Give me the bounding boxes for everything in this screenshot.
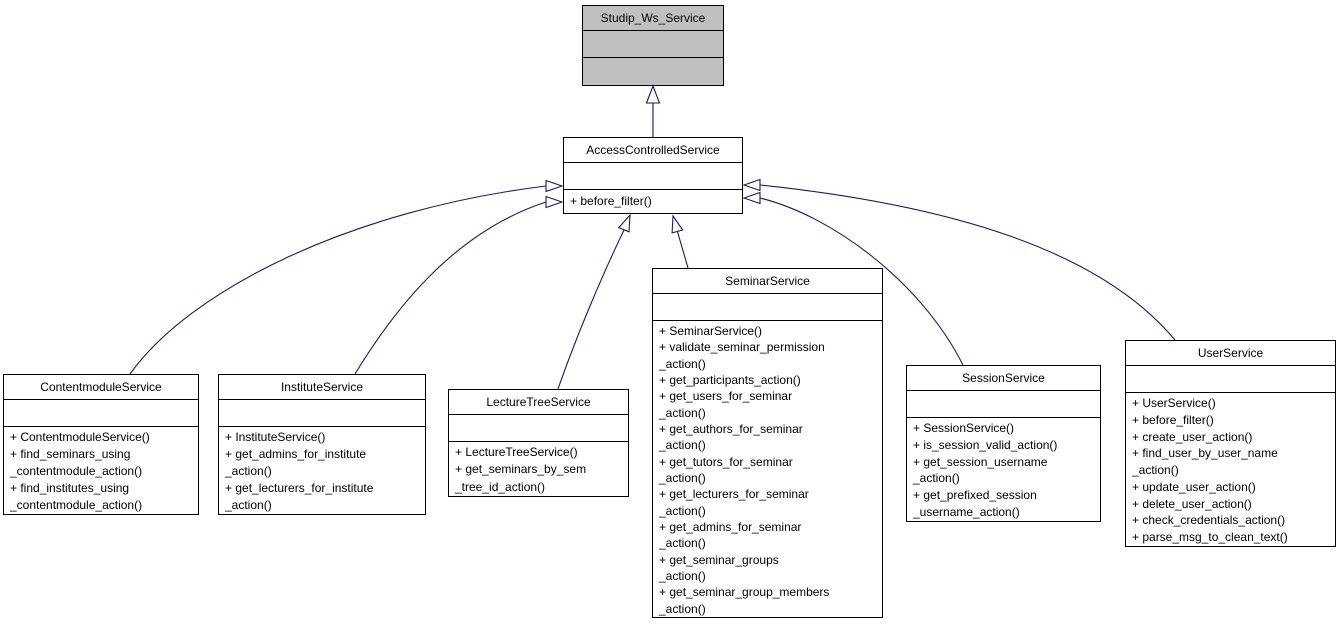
class-attributes-compartment xyxy=(1126,366,1335,393)
method-label: + update_user_action() xyxy=(1132,479,1256,494)
method-label: + before_filter() xyxy=(570,194,652,208)
method-label: + get_lecturers_for_institute _action() xyxy=(225,481,374,512)
class-name: UserService xyxy=(1126,341,1335,366)
method-label: + get_prefixed_session _username_action(… xyxy=(913,488,1037,520)
class-methods-compartment: + ContentmoduleService() + find_seminars_… xyxy=(4,427,198,514)
class-attributes-compartment xyxy=(4,400,198,427)
method-label: + ContentmoduleService() xyxy=(10,430,150,444)
method-label: + get_participants_action() xyxy=(659,372,801,387)
inheritance-arrowhead-icon xyxy=(617,213,631,233)
class-name: AccessControlledService xyxy=(564,138,742,163)
inheritance-arrowhead-icon xyxy=(545,195,564,209)
class-name: InstituteService xyxy=(219,375,425,400)
class-attributes-compartment xyxy=(653,294,882,321)
class-attributes-compartment xyxy=(564,163,742,190)
class-box-studip-ws-service[interactable]: Studip_Ws_Service xyxy=(582,5,724,86)
inheritance-edge-contentmoduleservice xyxy=(129,179,564,375)
method-label: + get_tutors_for_seminar _action() xyxy=(659,454,793,485)
method-label: + get_seminars_by_sem _tree_id_action() xyxy=(455,462,587,494)
class-name: ContentmoduleService xyxy=(4,375,198,400)
method-label: + SeminarService() xyxy=(659,324,763,338)
inheritance-arrowhead-icon xyxy=(742,191,761,205)
inheritance-arrowhead-icon xyxy=(671,214,684,234)
class-box-contentmodule-service[interactable]: ContentmoduleService + ContentmoduleServ… xyxy=(3,374,199,515)
method-label: + get_seminar_groups _action() xyxy=(659,552,779,583)
class-attributes-compartment xyxy=(583,31,723,58)
inheritance-arrowhead-icon xyxy=(645,84,661,104)
edge-line xyxy=(557,229,625,390)
method-label: + create_user_action() xyxy=(1132,429,1253,444)
class-attributes-compartment xyxy=(907,391,1100,418)
class-name: SeminarService xyxy=(653,269,882,294)
method-label: + get_admins_for_seminar _action() xyxy=(659,519,802,551)
class-name: LectureTreeService xyxy=(449,390,628,415)
class-box-seminar-service[interactable]: SeminarService + SeminarService() + valid… xyxy=(652,268,883,618)
class-box-lecturetree-service[interactable]: LectureTreeService + LectureTreeService(… xyxy=(448,389,629,497)
inheritance-edge-instituteservice xyxy=(354,195,564,375)
method-label: + check_credentials_action() xyxy=(1132,513,1286,528)
class-methods-compartment xyxy=(583,58,723,85)
method-label: + get_users_for_seminar _action() xyxy=(659,389,793,420)
inheritance-arrowhead-icon xyxy=(742,178,761,192)
method-label: + UserService() xyxy=(1132,396,1216,410)
class-attributes-compartment xyxy=(449,415,628,442)
inheritance-edge-lecturetreeservice xyxy=(557,213,631,390)
inheritance-edge-seminarservice xyxy=(671,214,689,269)
class-box-user-service[interactable]: UserService + UserService() + before_filt… xyxy=(1125,340,1336,547)
class-name: SessionService xyxy=(907,366,1100,391)
class-methods-compartment: + SessionService() + is_session_valid_act… xyxy=(907,418,1100,521)
method-label: + InstituteService() xyxy=(225,430,326,444)
class-box-institute-service[interactable]: InstituteService + InstituteService() + g… xyxy=(218,374,426,515)
method-label: + before_filter() xyxy=(1132,412,1214,427)
method-label: + get_session_username _action() xyxy=(913,454,1048,486)
class-attributes-compartment xyxy=(219,400,425,427)
class-methods-compartment: + SeminarService() + validate_seminar_per… xyxy=(653,321,882,617)
method-label: + find_user_by_user_name _action() xyxy=(1132,446,1278,478)
inheritance-arrowhead-icon xyxy=(545,179,564,193)
class-methods-compartment: + InstituteService() + get_admins_for_ins… xyxy=(219,427,425,514)
class-methods-compartment: + LectureTreeService() + get_seminars_by_… xyxy=(449,442,628,496)
method-label: + get_lecturers_for_seminar _action() xyxy=(659,487,809,518)
method-label: + get_admins_for_institute _action() xyxy=(225,447,367,478)
method-label: + get_authors_for_seminar _action() xyxy=(659,421,803,453)
method-label: + validate_seminar_permission _action() xyxy=(659,340,825,371)
method-label: + is_session_valid_action() xyxy=(913,437,1058,452)
class-box-access-controlled-service[interactable]: AccessControlledService + before_filter(… xyxy=(563,137,743,214)
class-box-session-service[interactable]: SessionService + SessionService() + is_se… xyxy=(906,365,1101,522)
edge-line xyxy=(676,231,689,269)
method-label: + find_institutes_using _contentmodule_a… xyxy=(10,481,143,512)
method-label: + LectureTreeService() xyxy=(455,445,578,459)
class-methods-compartment: + before_filter() xyxy=(564,190,742,213)
class-methods-compartment: + UserService() + before_filter() + create… xyxy=(1126,393,1335,546)
method-label: + parse_msg_to_clean_text() xyxy=(1132,530,1288,545)
inheritance-edge-accesscontrolledservice xyxy=(645,84,661,137)
method-label: + find_seminars_using _contentmodule_act… xyxy=(10,447,143,478)
method-label: + delete_user_action() xyxy=(1132,496,1252,511)
class-name: Studip_Ws_Service xyxy=(583,6,723,31)
edge-line xyxy=(129,185,547,375)
edge-line xyxy=(354,201,547,375)
method-label: + get_seminar_group_members _action() xyxy=(659,585,830,616)
method-label: + SessionService() xyxy=(913,421,1015,435)
